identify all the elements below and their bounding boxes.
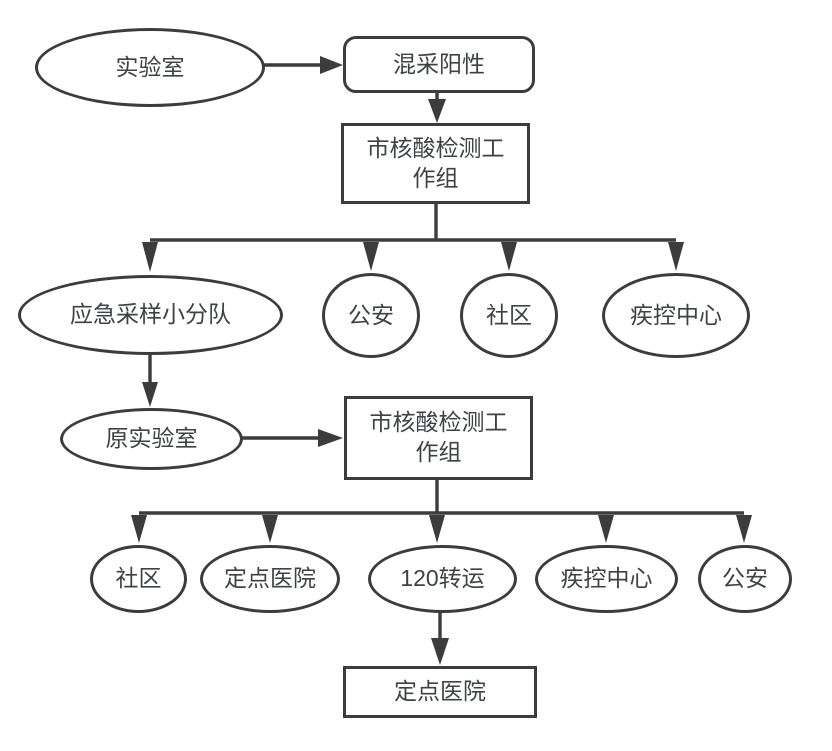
arrowhead-down-icon xyxy=(736,515,752,543)
node-label: 疾控中心 xyxy=(630,301,722,328)
node-police-1[interactable]: 公安 xyxy=(322,273,420,358)
node-original-lab[interactable]: 原实验室 xyxy=(60,408,243,470)
node-transfer-120[interactable]: 120转运 xyxy=(368,545,517,613)
node-label: 市核酸检测工 作组 xyxy=(369,409,508,465)
node-label: 社区 xyxy=(486,301,532,328)
node-label: 定点医院 xyxy=(224,565,316,592)
node-hospital-final[interactable]: 定点医院 xyxy=(343,666,537,718)
node-label: 疾控中心 xyxy=(560,565,653,592)
arrowhead-down-icon xyxy=(431,638,449,665)
edge-city-group-2-bus xyxy=(131,479,752,543)
node-label: 120转运 xyxy=(400,565,485,592)
node-label: 混采阳性 xyxy=(393,50,485,77)
node-community-2[interactable]: 社区 xyxy=(90,545,187,613)
edge-mixed-positive-to-city-group-1 xyxy=(428,92,446,123)
arrowhead-right-icon xyxy=(318,429,343,447)
arrowhead-right-icon xyxy=(320,56,343,74)
node-label: 应急采样小分队 xyxy=(70,301,231,328)
node-cdc-2[interactable]: 疾控中心 xyxy=(535,545,678,613)
node-hospital-1[interactable]: 定点医院 xyxy=(200,545,340,613)
node-city-group-1[interactable]: 市核酸检测工 作组 xyxy=(341,123,530,204)
node-label: 公安 xyxy=(348,301,394,328)
node-label: 社区 xyxy=(115,565,162,592)
node-label: 原实验室 xyxy=(105,425,198,452)
node-lab[interactable]: 实验室 xyxy=(35,28,265,107)
node-cdc-1[interactable]: 疾控中心 xyxy=(602,273,750,358)
arrowhead-down-icon xyxy=(142,242,158,272)
arrowhead-down-icon xyxy=(363,242,379,271)
edge-city-group-1-bus xyxy=(142,203,684,272)
arrowhead-down-icon xyxy=(598,515,614,543)
node-label: 公安 xyxy=(722,565,768,592)
edge-original-lab-to-city-group-2 xyxy=(242,429,343,447)
node-city-group-2[interactable]: 市核酸检测工 作组 xyxy=(344,396,533,480)
arrowhead-down-icon xyxy=(131,515,147,543)
node-police-2[interactable]: 公安 xyxy=(698,545,792,613)
arrowhead-down-icon xyxy=(142,382,158,407)
arrowhead-down-icon xyxy=(501,242,517,271)
edge-emergency-team-to-original-lab xyxy=(142,354,158,407)
node-label: 定点医院 xyxy=(394,678,486,705)
edge-lab-to-mixed-positive xyxy=(263,56,343,74)
arrowhead-down-icon xyxy=(262,515,278,543)
node-community-1[interactable]: 社区 xyxy=(460,273,558,358)
node-emergency-team[interactable]: 应急采样小分队 xyxy=(18,275,283,355)
node-label: 市核酸检测工 作组 xyxy=(366,134,505,191)
arrowhead-down-icon xyxy=(668,242,684,271)
node-mixed-positive[interactable]: 混采阳性 xyxy=(343,36,535,93)
node-label: 实验室 xyxy=(115,53,185,80)
arrowhead-down-icon xyxy=(429,515,445,543)
arrowhead-down-icon xyxy=(428,99,446,123)
edge-transfer-120-to-hospital-final xyxy=(431,612,449,665)
